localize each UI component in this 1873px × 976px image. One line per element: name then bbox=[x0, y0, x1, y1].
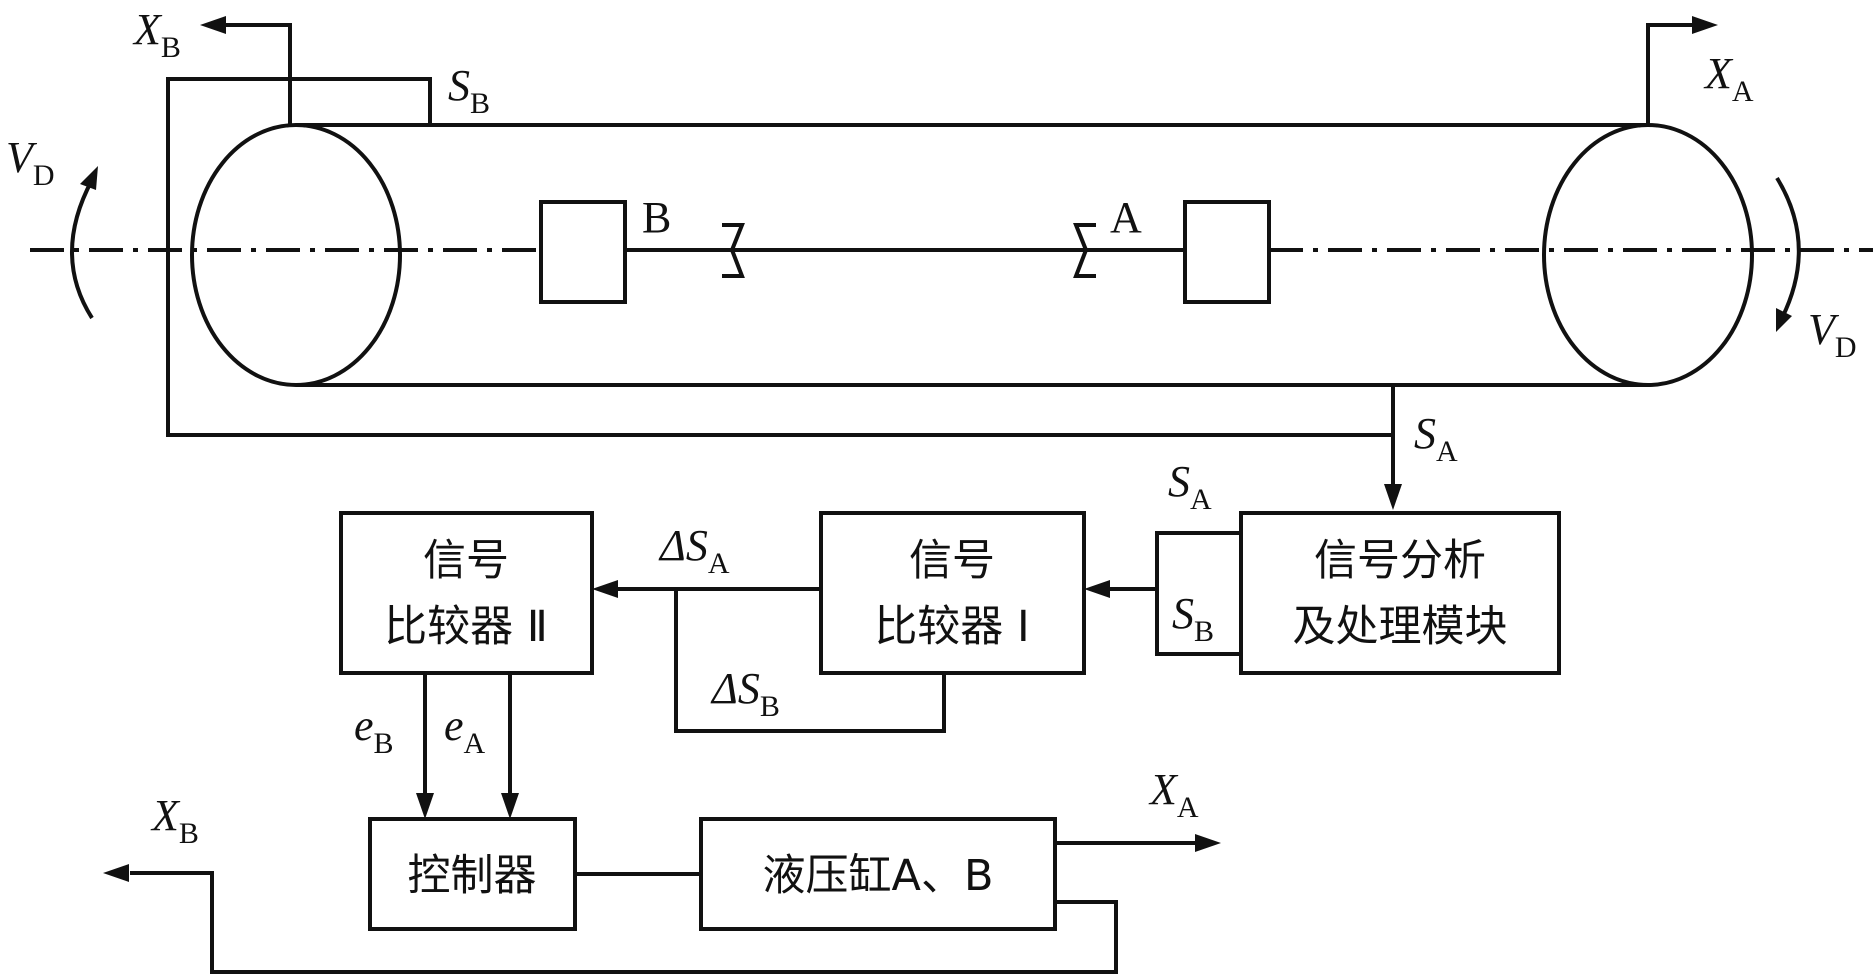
eb-label: eB bbox=[354, 701, 394, 760]
vd-right-arrowhead bbox=[1776, 308, 1792, 332]
block-b bbox=[539, 200, 627, 304]
point-b-label: B bbox=[642, 193, 671, 242]
controller-label: 控制器 bbox=[408, 851, 537, 901]
top-signals bbox=[166, 16, 1718, 510]
xb-top-label: XB bbox=[132, 5, 181, 64]
belt-drive bbox=[30, 123, 1873, 387]
ea-label: eA bbox=[444, 701, 486, 760]
sa-mid-label: SA bbox=[1414, 409, 1458, 468]
point-a-label: A bbox=[1110, 193, 1142, 242]
xa-bottom-label: XA bbox=[1148, 765, 1199, 824]
comparator1-line2: 比较器 Ⅰ bbox=[874, 602, 1029, 652]
xb-bottom-arrowhead bbox=[103, 864, 129, 882]
vd-left-arc bbox=[70, 179, 94, 320]
sb-top-label: SB bbox=[448, 61, 490, 120]
comparator-1 bbox=[819, 511, 1086, 675]
sa-down-arrowhead bbox=[1384, 484, 1402, 510]
vd-left-label: VD bbox=[6, 133, 55, 192]
xb-top-arrowhead bbox=[200, 16, 226, 34]
analysis-module bbox=[1239, 511, 1561, 675]
control-blocks bbox=[103, 511, 1561, 974]
sensor-b-marker bbox=[722, 223, 745, 278]
sa-small-label: SA bbox=[1168, 457, 1212, 516]
ea-arrowhead bbox=[501, 793, 519, 819]
xb-top-line bbox=[222, 23, 292, 125]
vd-left-arrowhead bbox=[80, 166, 98, 190]
analysis-line2: 及处理模块 bbox=[1293, 602, 1508, 652]
eb-arrowhead bbox=[416, 793, 434, 819]
analysis-line1: 信号分析 bbox=[1314, 536, 1486, 586]
sb-loop-line bbox=[166, 77, 1393, 437]
left-pulley bbox=[190, 123, 402, 387]
dsb-loop-line bbox=[674, 589, 946, 733]
controller bbox=[368, 817, 577, 931]
dsa-label: ΔSA bbox=[658, 521, 730, 580]
xa-top-arrowhead bbox=[1692, 16, 1718, 34]
sb-small-label: SB bbox=[1172, 589, 1214, 648]
dsa-arrowhead bbox=[592, 580, 618, 598]
vd-right-label: VD bbox=[1808, 305, 1857, 364]
comparator2-line2: 比较器 Ⅱ bbox=[384, 602, 548, 652]
cylinder-label: 液压缸A、B bbox=[763, 851, 994, 901]
sensor-a-marker bbox=[1073, 223, 1096, 278]
vd-right-arc bbox=[1775, 176, 1801, 319]
dsb-label: ΔSB bbox=[710, 664, 780, 723]
sa-sb-bracket bbox=[1155, 531, 1243, 656]
xb-bottom-line bbox=[130, 871, 1118, 974]
comparator-2 bbox=[339, 511, 594, 675]
comparator2-line1: 信号 bbox=[423, 536, 509, 586]
xa-bottom-arrowhead bbox=[1195, 834, 1221, 852]
bracket-to-comp1-arrowhead bbox=[1084, 580, 1110, 598]
xa-top-label: XA bbox=[1703, 49, 1754, 108]
comparator1-line1: 信号 bbox=[909, 536, 995, 586]
xa-top-line bbox=[1646, 23, 1695, 125]
right-pulley bbox=[1542, 123, 1754, 387]
block-a bbox=[1183, 200, 1271, 304]
xb-bottom-label: XB bbox=[150, 791, 199, 850]
